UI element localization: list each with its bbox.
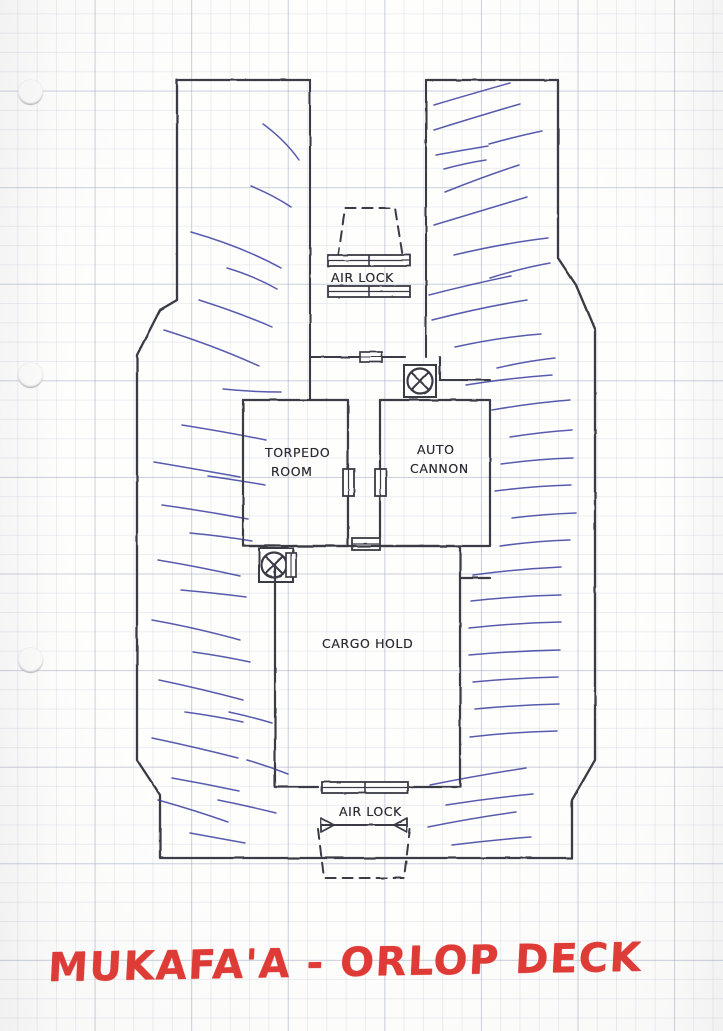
room-label-cargo-hold: CARGO HOLD [322,636,414,651]
ladder-shaft-port-door[interactable] [285,552,297,578]
room-label-air-lock-aft: AIR LOCK [339,804,402,819]
airlock-door-forward-outer[interactable] [327,254,411,267]
forward-corridor [308,355,492,382]
room-label-auto-cannon-line2: CANNON [410,461,469,476]
room-label-auto-cannon-line1: AUTO [417,442,455,457]
punch-hole-bottom [18,648,43,673]
docking-collar-forward-icon [337,207,404,259]
punch-hole-top [18,80,43,105]
room-label-air-lock-forward: AIR LOCK [331,270,394,285]
hull-inner-walls [308,78,428,402]
torpedo-room-door[interactable] [342,468,355,497]
air-lock-forward-group [310,207,426,298]
cargo-hold-walls [241,544,492,789]
room-label-torpedo-room-line1: TORPEDO [265,445,331,460]
auto-cannon-door[interactable] [374,468,387,497]
ladder-shaft-starboard[interactable] [403,364,437,398]
air-lock-aft-group [316,781,412,879]
corridor-hatch-forward[interactable] [359,351,383,363]
airlock-door-forward-inner[interactable] [327,285,411,298]
docking-collar-aft-icon [317,828,411,879]
airlock-door-aft-inner[interactable] [320,817,408,833]
hull-hatching-starboard [427,82,577,846]
hull-outline [135,78,597,860]
punch-hole-middle [18,363,43,388]
hull-hatching-port [151,123,300,844]
room-label-torpedo-room-line2: ROOM [271,464,313,479]
cargo-hold-hatch[interactable] [351,537,381,551]
airlock-door-aft-outer[interactable] [321,781,409,794]
